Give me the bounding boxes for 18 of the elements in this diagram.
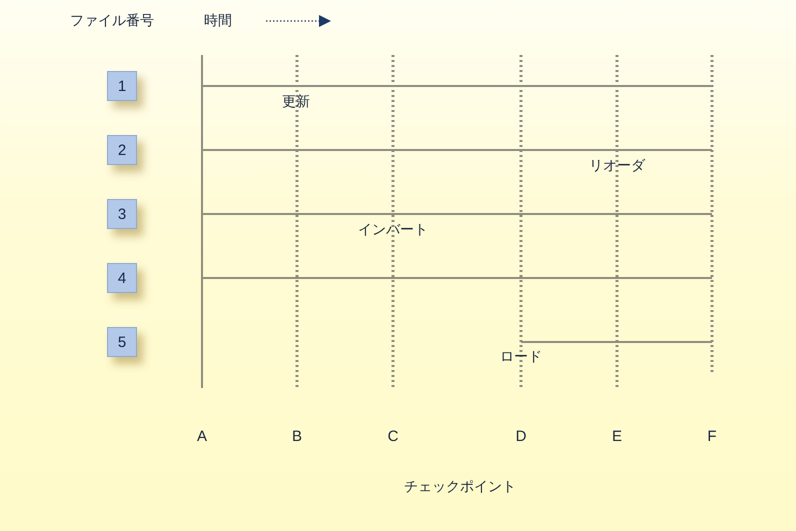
- file-number-box: 1: [107, 71, 137, 101]
- file-number-box: 2: [107, 135, 137, 165]
- file-number-box: 3: [107, 199, 137, 229]
- file-number-box: 5: [107, 327, 137, 357]
- operation-label: 更新: [282, 94, 310, 110]
- checkpoint-letter: B: [292, 429, 302, 445]
- checkpoint-letter: A: [197, 429, 207, 445]
- operation-label: ロード: [500, 349, 542, 365]
- checkpoint-letter: D: [516, 429, 526, 445]
- axis-title: 時間: [204, 13, 232, 29]
- axis-title: チェックポイント: [404, 479, 516, 495]
- file-number-box: 4: [107, 263, 137, 293]
- checkpoint-letter: E: [612, 429, 622, 445]
- axis-title: ファイル番号: [70, 13, 154, 29]
- operation-label: インバート: [358, 222, 428, 238]
- operation-label: リオーダ: [589, 158, 645, 174]
- checkpoint-letter: C: [388, 429, 398, 445]
- checkpoint-letter: F: [707, 429, 717, 445]
